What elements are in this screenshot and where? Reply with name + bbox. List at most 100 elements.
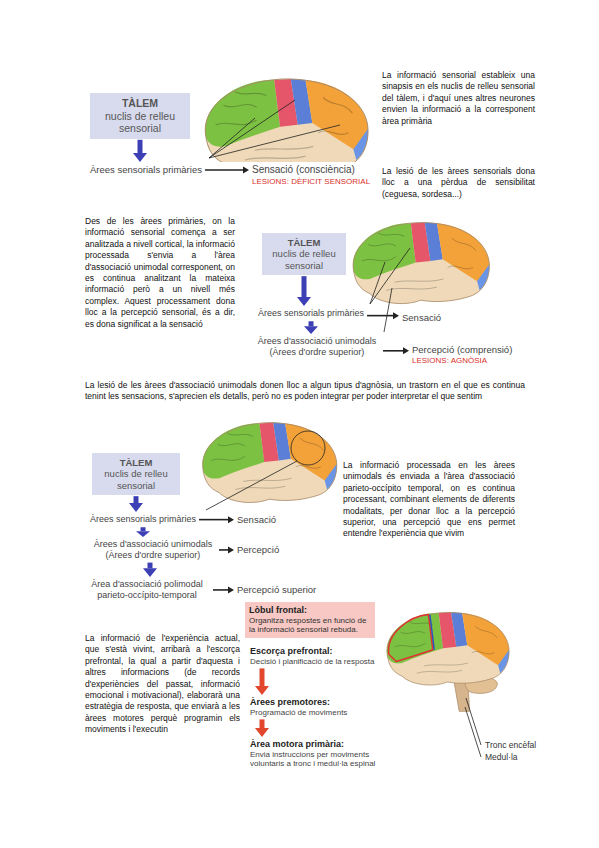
connector-arrow [255, 719, 269, 737]
leader-line [209, 125, 340, 158]
prefrontal-outline [389, 615, 433, 662]
thalamus-box: TÀLEMnuclis de relleu sensorial [92, 453, 180, 495]
leader-line [206, 461, 297, 510]
leader-line [466, 698, 481, 745]
node-text: Àrees sensorials primàries [90, 164, 202, 176]
arrow-head [255, 686, 269, 695]
connector-line [383, 350, 403, 352]
node-subtext: LESIONS: DÈFICIT SENSORIAL [252, 177, 370, 187]
arrow-head [129, 503, 143, 512]
step-label: Àrees premotores:Programació de moviment… [248, 696, 380, 718]
arrow-head [297, 297, 311, 306]
result-label: Sensació [235, 513, 278, 527]
node-subtext: Organitza respostes en funció de la info… [249, 616, 371, 635]
connector-line [260, 719, 265, 728]
arrow-head [143, 568, 157, 577]
note-text: La informació processada en les àrees un… [343, 460, 515, 540]
brain [203, 423, 337, 503]
arrow-head [393, 312, 399, 319]
result-label: Percepció (comprensió)LESIONS: AGNÒSIA [410, 343, 514, 367]
result-label: Sensació (consciència)LESIONS: DÈFICIT S… [250, 163, 372, 188]
connector-arrow [136, 527, 150, 537]
connector-line [141, 527, 146, 531]
result-label: Percepció superior [235, 583, 318, 597]
arrow-head [228, 516, 234, 523]
node-subtext: Envia instruccions per moviments volunta… [250, 750, 378, 769]
part-label: Tronc encèfal [485, 740, 536, 750]
node-subtext: nuclis de relleu sensorial [95, 468, 177, 491]
connector-arrow [383, 347, 409, 354]
node-text: TÀLEM [265, 237, 343, 248]
lobe-box: Lòbul frontal:Organitza respostes en fun… [245, 602, 375, 638]
node-text: Sensació [237, 514, 276, 526]
note-text: La informació de l'experiència actual, q… [85, 633, 240, 736]
highlight-circle [291, 431, 325, 465]
result-label: Sensació [400, 311, 443, 325]
node-text: Sensació [402, 312, 441, 324]
node-subtext: LESIONS: AGNÒSIA [412, 356, 512, 366]
arrow-head [228, 546, 234, 553]
note-text: La lesió de les àrees sensorials dona ll… [382, 166, 535, 200]
node-text: Àrees d'associació unimodals (Àrees d'or… [254, 336, 380, 358]
connector-line [309, 321, 314, 326]
result-label: Percepció [235, 543, 281, 557]
node-subtext: Programació de moviments [250, 708, 378, 718]
connector-arrow [367, 312, 399, 319]
premotor-line [430, 615, 434, 650]
thalamus-box: TÀLEMnuclis de relleu sensorial [90, 93, 190, 139]
note-text: Des de les àrees primàries, on la inform… [85, 216, 235, 330]
arrow-head [255, 728, 269, 737]
leader-line [465, 707, 481, 757]
step-label: Àrea motora primària:Envia instruccions … [248, 738, 380, 770]
area-label: Àrees sensorials primàries [88, 513, 198, 526]
brain [353, 222, 489, 303]
brain-illustration [345, 220, 493, 310]
note-text: La lesió de les àrees d'associació unimo… [85, 380, 525, 403]
part-label: Medul·la [485, 752, 518, 762]
connector-line [134, 496, 139, 503]
step-label: Escorça prefrontal:Decisió i planificaci… [248, 645, 380, 667]
note-text: La informació sensorial estableix una si… [382, 70, 535, 127]
area-label: Àrees d'associació unimodals (Àrees d'or… [252, 335, 382, 359]
connector-line [260, 668, 265, 686]
arrow-head [136, 531, 150, 537]
connector-line [367, 315, 393, 317]
connector-line [199, 519, 228, 521]
area-label: Àrees sensorials primàries [88, 163, 204, 177]
node-text: Percepció superior [237, 584, 316, 596]
node-text: TÀLEM [93, 97, 187, 110]
arrow-head [228, 586, 234, 593]
connector-arrow [133, 140, 147, 162]
brain-illustration [380, 610, 512, 713]
node-text: Àrees premotores: [250, 697, 378, 708]
arrow-head [304, 326, 318, 334]
connector-arrow [199, 516, 234, 523]
brain [387, 612, 509, 685]
connector-line [219, 549, 228, 551]
connector-line [205, 169, 243, 171]
leader-line [209, 100, 295, 158]
connector-arrow [304, 321, 318, 334]
area-label: Àrees sensorials primàries [256, 307, 366, 320]
brain [205, 79, 368, 162]
connector-line [213, 589, 228, 591]
connector-arrow [129, 496, 143, 512]
connector-arrow [213, 586, 234, 593]
leader-line [384, 288, 392, 332]
node-text: Àrea motora primària: [250, 739, 378, 750]
node-text: Àrees sensorials primàries [258, 308, 364, 319]
area-label: Àrea d'associació polimodal parieto-occí… [82, 578, 212, 602]
node-text: Àrees sensorials primàries [90, 514, 196, 525]
connector-arrow [143, 563, 157, 577]
node-subtext: Decisió i planificació de la resposta [250, 657, 378, 667]
connector-arrow [219, 546, 234, 553]
connector-line [138, 140, 143, 153]
connector-arrow [297, 276, 311, 306]
connector-arrow [205, 166, 249, 173]
connector-line [302, 276, 307, 297]
node-text: Escorça prefrontal: [250, 646, 378, 657]
leader-line [370, 262, 385, 304]
node-text: Lòbul frontal: [249, 605, 371, 616]
arrow-head [243, 166, 249, 173]
